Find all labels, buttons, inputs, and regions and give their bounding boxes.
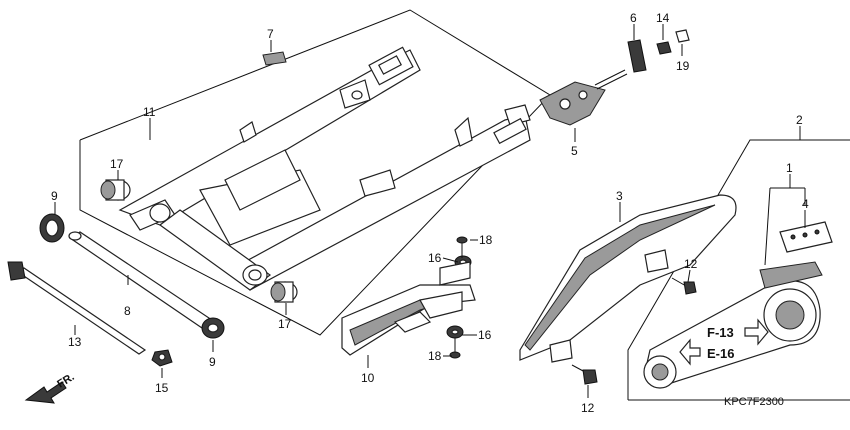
callout-16-upper: 16 [428, 251, 442, 265]
diagram-code: KPC7F2300 [724, 396, 784, 408]
ref-f13-label: F-13 [707, 325, 734, 340]
callout-17-upper: 17 [110, 157, 124, 171]
chain-case-bolt-upper [671, 277, 697, 295]
callout-9-upper: 9 [51, 189, 58, 203]
slider-bracket [419, 261, 471, 319]
ref-e16-arrow [679, 338, 701, 366]
decal [262, 51, 287, 66]
leader-lines [54, 24, 806, 398]
callout-2: 2 [796, 113, 803, 127]
chain-case [519, 194, 737, 363]
callout-9-lower: 9 [209, 355, 216, 369]
callout-18-upper: 18 [479, 233, 493, 247]
callout-15: 15 [155, 381, 169, 395]
chain-joint [779, 221, 833, 253]
pivot-nut [151, 349, 173, 367]
lock-nut [675, 29, 690, 43]
adjuster-nut [656, 41, 672, 55]
callout-12-lower: 12 [581, 401, 595, 415]
callout-14: 14 [656, 11, 670, 25]
adjuster-plate [627, 39, 647, 73]
ref-e16-label: E-16 [707, 346, 734, 361]
callout-7: 7 [267, 27, 274, 41]
swingarm-boundary [79, 9, 551, 336]
callout-18-lower: 18 [428, 349, 442, 363]
dust-seal-lower [201, 317, 225, 339]
callout-4: 4 [802, 197, 809, 211]
callout-19: 19 [676, 59, 690, 73]
pivot-bolt [7, 261, 147, 355]
bushing-lower [270, 281, 298, 303]
callout-3: 3 [616, 189, 623, 203]
callout-13: 13 [68, 335, 82, 349]
front-direction-arrow [24, 381, 67, 404]
callouts: 1 2 3 4 5 6 7 8 9 9 10 11 12 12 13 14 15… [51, 11, 809, 415]
collar-lower [446, 325, 464, 339]
callout-1: 1 [786, 161, 793, 175]
callout-17-lower: 17 [278, 317, 292, 331]
callout-16-lower: 16 [478, 328, 492, 342]
ref-f13-arrow [744, 318, 769, 346]
callout-5: 5 [571, 144, 578, 158]
callout-6: 6 [630, 11, 637, 25]
bolt-upper [456, 236, 468, 258]
chain-adjuster [539, 69, 628, 126]
swingarm [118, 46, 531, 291]
callout-12-upper: 12 [684, 257, 698, 271]
dust-seal-upper [39, 213, 65, 243]
bushing-upper [100, 179, 131, 201]
callout-10: 10 [361, 371, 375, 385]
callout-8: 8 [124, 304, 131, 318]
callout-11: 11 [143, 105, 156, 119]
bolt-lower [449, 338, 461, 359]
chain-case-bolt-lower [571, 364, 598, 385]
